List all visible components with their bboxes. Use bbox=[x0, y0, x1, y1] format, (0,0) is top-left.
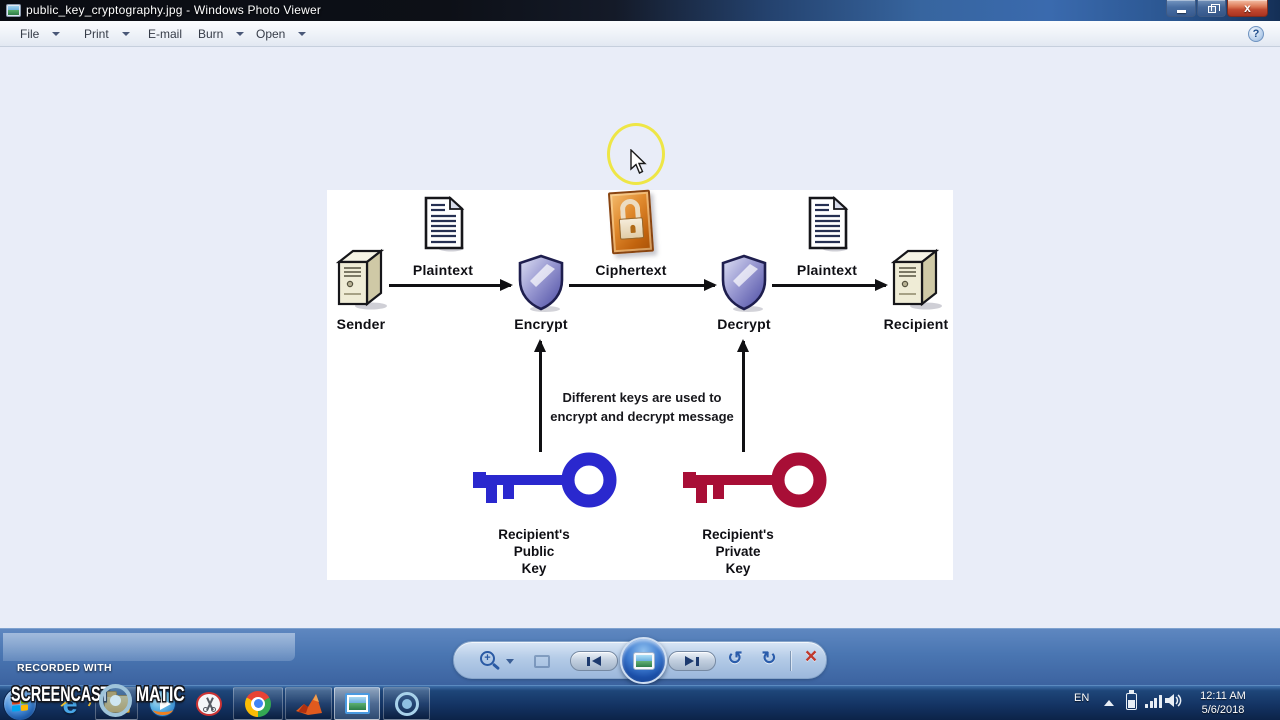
close-button[interactable]: x bbox=[1227, 0, 1268, 17]
public-key-label: Recipient's Public Key bbox=[498, 527, 570, 576]
chrome-icon bbox=[245, 690, 271, 717]
start-button[interactable] bbox=[3, 687, 37, 720]
watermark-logo-icon bbox=[99, 684, 132, 717]
next-icon bbox=[685, 656, 695, 666]
close-icon: x bbox=[1244, 0, 1251, 15]
ciphertext-label: Ciphertext bbox=[595, 262, 667, 278]
dropdown-arrow-icon bbox=[236, 32, 245, 36]
decrypt-shield-icon bbox=[721, 254, 767, 312]
tray-date: 5/6/2018 bbox=[1201, 704, 1245, 716]
watermark-matic: MATIC bbox=[136, 683, 185, 706]
dropdown-arrow-icon bbox=[121, 32, 130, 36]
taskbar-item-media-player[interactable] bbox=[145, 687, 180, 720]
encrypt-shield-icon bbox=[518, 254, 564, 312]
battery-icon[interactable] bbox=[1126, 690, 1137, 710]
photo-image: Plaintext Ciphertext Plaintext bbox=[327, 189, 953, 580]
network-signal-icon[interactable] bbox=[1145, 695, 1163, 708]
menu-item-email[interactable]: E-mail bbox=[148, 27, 183, 41]
photo-viewer-toolbar: + ↺ ↻ × bbox=[453, 637, 827, 684]
help-button[interactable]: ? bbox=[1248, 26, 1264, 42]
encrypt-label: Encrypt bbox=[514, 316, 568, 332]
taskbar-item-photo-viewer-active[interactable] bbox=[334, 687, 380, 720]
recipient-label: Recipient bbox=[883, 316, 949, 332]
private-key-icon bbox=[683, 452, 827, 508]
watermark-screencast: SCREENCAST bbox=[11, 683, 110, 706]
magnifier-icon: + bbox=[480, 651, 495, 666]
mouse-cursor bbox=[630, 149, 647, 174]
next-button[interactable] bbox=[668, 651, 716, 671]
tray-time: 12:11 AM bbox=[1200, 690, 1246, 702]
arrow-public-key-to-encrypt bbox=[534, 339, 546, 452]
rotate-counterclockwise-button[interactable]: ↺ bbox=[727, 648, 743, 668]
private-key-label: Recipient's Private Key bbox=[702, 527, 774, 576]
menu-item-open[interactable]: Open bbox=[256, 21, 307, 47]
dropdown-arrow-icon bbox=[298, 32, 307, 36]
photo-viewer-icon bbox=[344, 693, 370, 714]
arrow-decrypt-to-recipient bbox=[772, 279, 888, 291]
media-player-icon bbox=[149, 690, 176, 717]
glass-sheen bbox=[3, 633, 295, 661]
menu-item-file[interactable]: File bbox=[20, 21, 61, 47]
taskbar-clock[interactable]: 12:11 AM 5/6/2018 bbox=[1192, 689, 1254, 717]
photo-viewer-app-icon bbox=[6, 4, 21, 17]
minimize-icon bbox=[1176, 9, 1186, 13]
taskbar-item-snipping-tool[interactable] bbox=[193, 687, 225, 720]
taskbar-item-internet-explorer[interactable]: e bbox=[53, 687, 87, 720]
rotate-clockwise-button[interactable]: ↻ bbox=[761, 648, 777, 668]
sender-label: Sender bbox=[336, 316, 386, 332]
recipient-computer-icon bbox=[890, 248, 942, 310]
taskbar-item-screencast-o-matic[interactable] bbox=[383, 687, 430, 720]
sender-computer-icon bbox=[335, 248, 387, 310]
cursor-highlight-ring bbox=[607, 123, 665, 185]
taskbar-item-chrome[interactable] bbox=[233, 687, 283, 720]
public-key-icon bbox=[473, 452, 617, 508]
tray-expand-icon[interactable] bbox=[1104, 700, 1114, 706]
menu-bar: File Print E-mail Burn Open ? bbox=[0, 21, 1280, 47]
ciphertext-lock-icon bbox=[607, 189, 655, 255]
plaintext-label-right: Plaintext bbox=[796, 262, 858, 278]
arrow-private-key-to-decrypt bbox=[737, 339, 749, 452]
recorded-with-text: RECORDED WITH bbox=[17, 662, 113, 674]
viewer-toolbar-area: RECORDED WITH + ↺ ↻ × bbox=[0, 628, 1280, 685]
menu-item-print[interactable]: Print bbox=[84, 21, 130, 47]
taskbar-item-matlab[interactable] bbox=[285, 687, 332, 720]
previous-icon bbox=[587, 656, 590, 666]
decrypt-label: Decrypt bbox=[717, 316, 771, 332]
title-bar: public_key_cryptography.jpg - Windows Ph… bbox=[0, 0, 1280, 21]
plaintext-label-left: Plaintext bbox=[412, 262, 474, 278]
menu-item-burn[interactable]: Burn bbox=[198, 21, 245, 47]
matlab-icon bbox=[295, 693, 322, 715]
plaintext-document-icon bbox=[808, 196, 849, 252]
arrow-sender-to-encrypt bbox=[389, 279, 513, 291]
delete-button[interactable]: × bbox=[804, 645, 818, 668]
internet-explorer-icon: e bbox=[62, 688, 78, 719]
arrow-encrypt-to-decrypt bbox=[569, 279, 717, 291]
restore-button[interactable] bbox=[1197, 0, 1226, 17]
slideshow-icon bbox=[632, 651, 655, 670]
slideshow-button[interactable] bbox=[620, 637, 667, 684]
toolbar-divider bbox=[790, 651, 791, 671]
restore-icon bbox=[1207, 3, 1220, 13]
previous-button[interactable] bbox=[570, 651, 618, 671]
minimize-button[interactable] bbox=[1166, 0, 1196, 17]
keys-annotation: Different keys are used to encrypt and d… bbox=[550, 390, 734, 424]
plaintext-document-icon bbox=[424, 196, 465, 252]
dropdown-arrow-icon bbox=[52, 32, 61, 36]
window-title: public_key_cryptography.jpg - Windows Ph… bbox=[26, 3, 322, 17]
viewer-canvas: Plaintext Ciphertext Plaintext bbox=[0, 47, 1280, 628]
snipping-tool-icon bbox=[196, 691, 222, 716]
zoom-dropdown-arrow-icon bbox=[506, 659, 514, 664]
screencast-o-matic-icon bbox=[394, 691, 419, 716]
actual-size-button[interactable] bbox=[534, 655, 550, 668]
volume-icon[interactable] bbox=[1165, 693, 1183, 708]
language-indicator[interactable]: EN bbox=[1074, 692, 1090, 704]
